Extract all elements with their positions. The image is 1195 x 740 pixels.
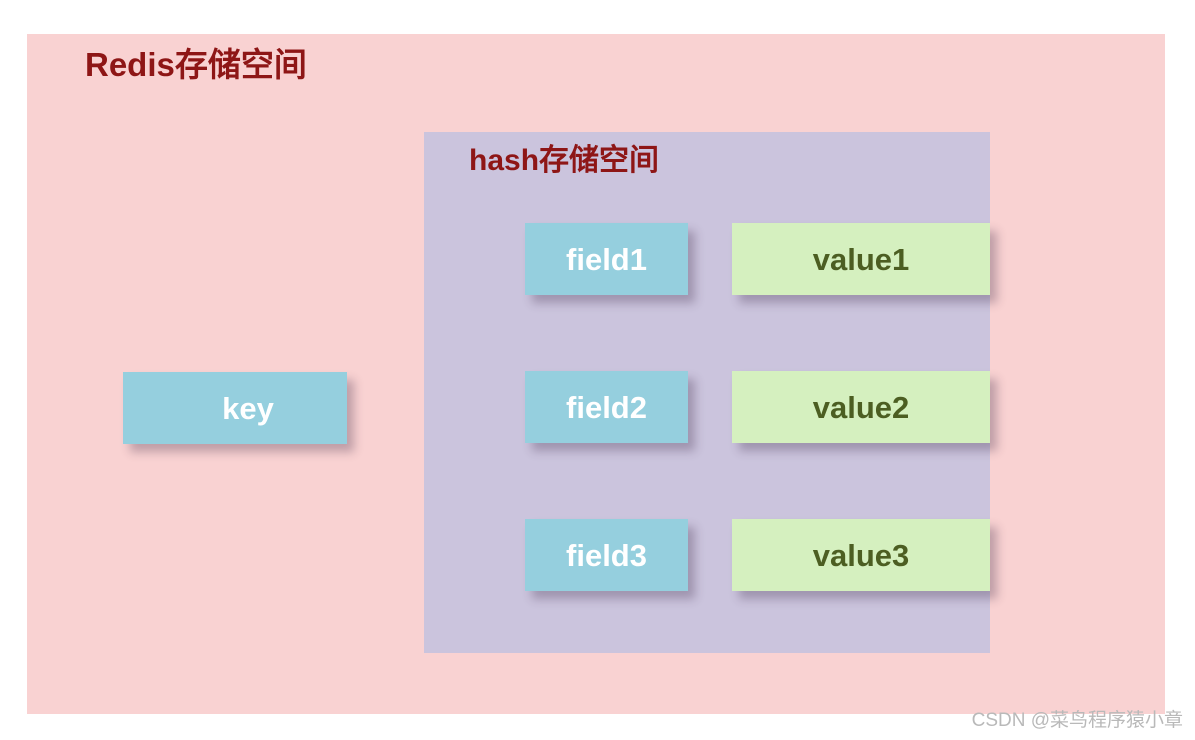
hash-storage-title: hash存储空间 bbox=[469, 144, 660, 177]
field-box-3-label: field3 bbox=[566, 537, 647, 573]
value-box-3: value3 bbox=[732, 519, 990, 591]
value-box-2-label: value2 bbox=[812, 389, 910, 425]
field-box-2: field2 bbox=[525, 371, 688, 443]
field-box-1: field1 bbox=[525, 223, 688, 295]
value-box-2: value2 bbox=[732, 371, 990, 443]
value-box-1: value1 bbox=[732, 223, 990, 295]
value-box-1-label: value1 bbox=[812, 241, 910, 277]
value-box-3-label: value3 bbox=[812, 537, 910, 573]
field-box-2-label: field2 bbox=[566, 389, 647, 425]
redis-storage-title: Redis存储空间 bbox=[85, 46, 307, 83]
key-box-label: key bbox=[222, 390, 274, 426]
key-box: key bbox=[123, 372, 347, 444]
csdn-watermark: CSDN @菜鸟程序猿小章 bbox=[971, 710, 1183, 732]
field-box-1-label: field1 bbox=[566, 241, 647, 277]
field-box-3: field3 bbox=[525, 519, 688, 591]
